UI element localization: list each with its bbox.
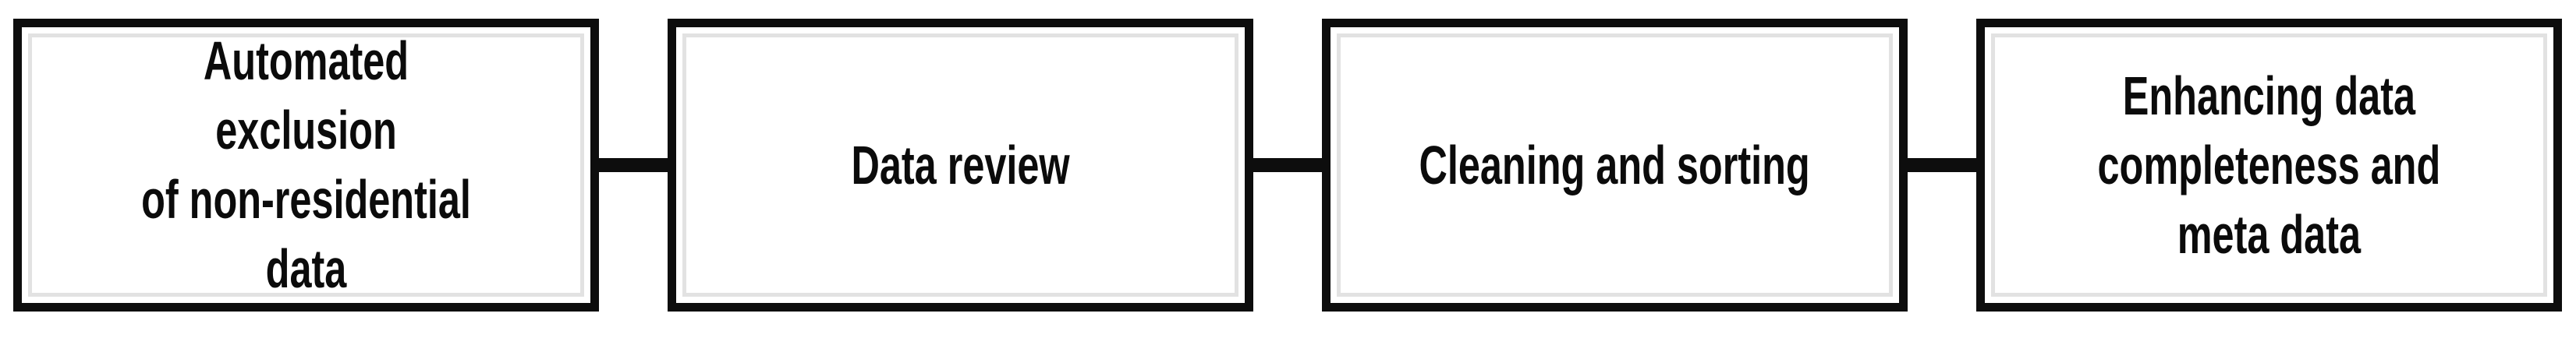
step-label-enhancing-completeness: Enhancing data completeness and meta dat… [2097, 65, 2441, 265]
step-inner-frame: Data review [682, 33, 1238, 297]
step-box-automated-exclusion: Automated exclusion of non-residential d… [13, 19, 599, 312]
step-inner-frame: Automated exclusion of non-residential d… [28, 30, 584, 299]
step-box-enhancing-completeness: Enhancing data completeness and meta dat… [1976, 19, 2562, 312]
step-box-cleaning-sorting: Cleaning and sorting [1322, 19, 1908, 312]
step-label-automated-exclusion: Automated exclusion of non-residential d… [141, 30, 471, 299]
flow-connector-3 [1908, 158, 1976, 172]
step-inner-frame: Enhancing data completeness and meta dat… [1991, 33, 2547, 297]
flow-connector-1 [599, 158, 668, 172]
step-box-data-review: Data review [668, 19, 1253, 312]
step-label-data-review: Data review [851, 134, 1070, 195]
step-label-cleaning-sorting: Cleaning and sorting [1419, 134, 1811, 195]
flow-connector-2 [1253, 158, 1322, 172]
step-inner-frame: Cleaning and sorting [1337, 33, 1893, 297]
